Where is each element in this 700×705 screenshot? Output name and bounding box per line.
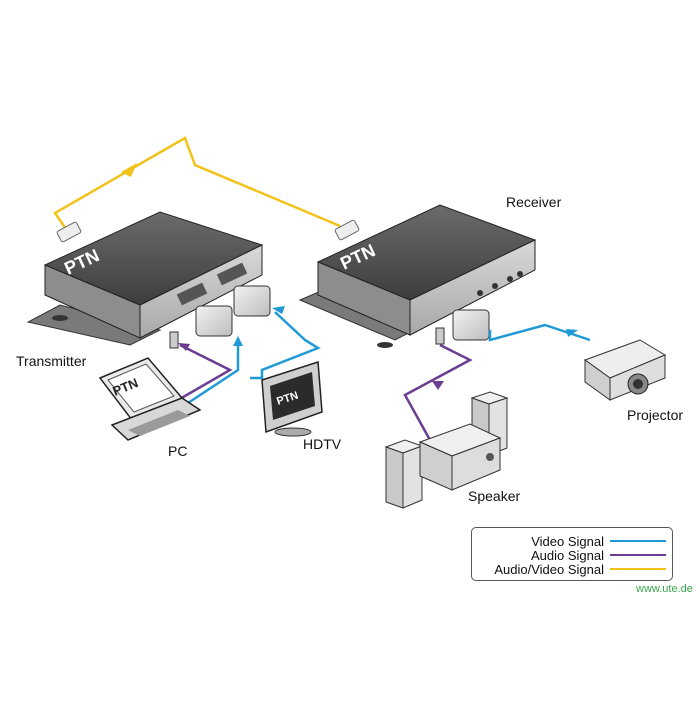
legend-label: Video Signal: [531, 533, 604, 549]
transmitter-connectors: [169, 285, 271, 349]
projector-label: Projector: [627, 407, 684, 423]
legend-label: Audio/Video Signal: [494, 561, 604, 577]
legend-video-signal: Video Signal: [531, 533, 666, 549]
receiver-label: Receiver: [506, 194, 562, 210]
legend-swatch: [610, 554, 666, 556]
legend-label: Audio Signal: [531, 547, 604, 563]
pc-label: PC: [168, 443, 188, 459]
signal-legend: Video Signal Audio Signal Audio/Video Si…: [471, 527, 673, 581]
legend-swatch: [610, 568, 666, 570]
transmitter-label: Transmitter: [16, 353, 87, 369]
legend-swatch: [610, 540, 666, 542]
receiver-connectors: [435, 309, 490, 345]
speaker-label: Speaker: [468, 488, 521, 504]
audio-signal-cables: [177, 343, 473, 441]
hdtv-monitor: PTN: [261, 360, 323, 437]
av-signal-cable: [53, 136, 360, 243]
speaker-system: [384, 391, 509, 509]
watermark: www.ute.de: [636, 583, 693, 595]
transmitter-unit: PTN: [26, 211, 264, 346]
legend-audio-signal: Audio Signal: [531, 547, 666, 563]
pc-laptop: PTN: [98, 357, 202, 441]
receiver-unit: PTN: [298, 204, 537, 348]
hdtv-label: HDTV: [303, 436, 342, 452]
legend-av-signal: Audio/Video Signal: [494, 561, 666, 577]
projector: [583, 339, 667, 401]
